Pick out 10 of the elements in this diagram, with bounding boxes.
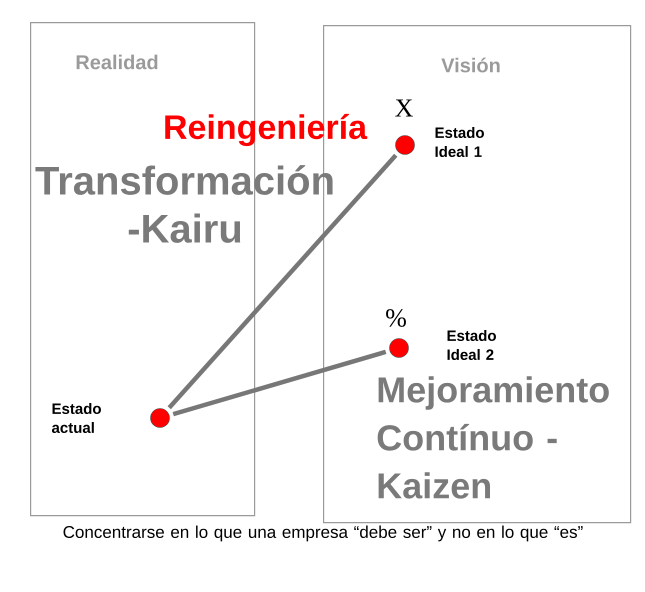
connector-line (172, 350, 386, 416)
connector-line (168, 154, 398, 410)
symbol: % (386, 309, 406, 327)
heading-label: Mejoramiento Contínuo - Kaizen (378, 376, 609, 499)
caption: Concentrarse en lo que una empresa “debe ser” y no en lo que “es” (64, 526, 583, 542)
state-label: Estado actual (52, 403, 101, 433)
state-label: Estado Ideal 2 (448, 330, 496, 360)
state-label: Estado Ideal 1 (436, 127, 484, 157)
title-label: Reingeniería (165, 114, 368, 146)
symbol: X (395, 99, 413, 117)
